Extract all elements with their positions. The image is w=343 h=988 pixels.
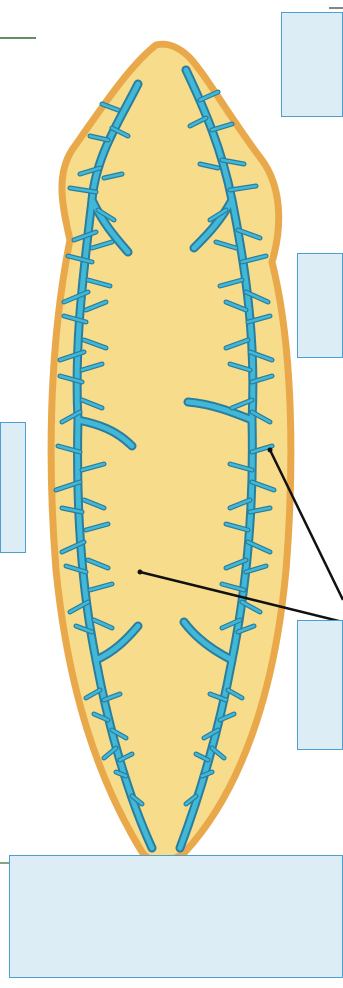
label-box-mid-right[interactable]	[297, 253, 343, 358]
label-box-top-right[interactable]	[281, 12, 343, 117]
pointer-dot-right	[268, 448, 273, 453]
label-box-left[interactable]	[0, 422, 26, 553]
pointer-dot-left	[138, 570, 143, 575]
label-box-bottom[interactable]	[9, 855, 343, 978]
label-box-lower-right[interactable]	[297, 620, 343, 750]
